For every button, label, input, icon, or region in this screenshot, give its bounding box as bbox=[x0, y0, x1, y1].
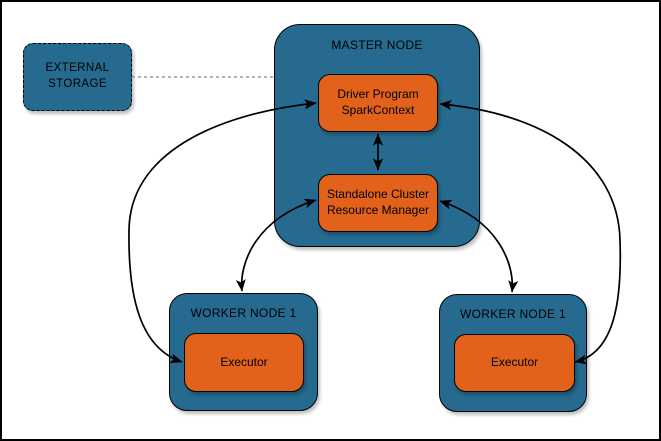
master-node-title: MASTER NODE bbox=[331, 38, 423, 52]
resource-manager-box: Standalone Cluster Resource Manager bbox=[318, 174, 438, 232]
worker-node-right-title: WORKER NODE 1 bbox=[460, 307, 566, 321]
executor-left-label: Executor bbox=[220, 354, 268, 369]
worker-node-left-title: WORKER NODE 1 bbox=[190, 306, 297, 320]
worker-node-right: WORKER NODE 1 Executor bbox=[439, 294, 587, 412]
worker-node-left: WORKER NODE 1 Executor bbox=[169, 293, 318, 411]
executor-right-box: Executor bbox=[454, 334, 575, 392]
external-storage-label-line1: EXTERNAL bbox=[45, 62, 110, 75]
external-storage-label-line2: STORAGE bbox=[48, 78, 107, 90]
driver-program-box: Driver Program SparkContext bbox=[318, 74, 438, 132]
sparkcontext-label: SparkContext bbox=[341, 103, 415, 117]
resource-manager-label-line1: Standalone Cluster bbox=[326, 187, 430, 202]
resource-manager-label-line2: Resource Manager bbox=[326, 203, 430, 217]
executor-right-label: Executor bbox=[490, 355, 539, 370]
external-storage-node: EXTERNAL STORAGE bbox=[23, 43, 132, 111]
driver-program-label: Driver Program bbox=[337, 87, 419, 102]
master-node: MASTER NODE Driver Program SparkContext … bbox=[274, 24, 480, 247]
executor-left-box: Executor bbox=[184, 333, 304, 392]
